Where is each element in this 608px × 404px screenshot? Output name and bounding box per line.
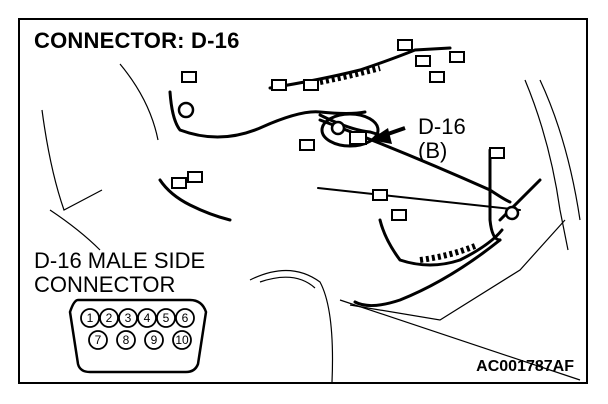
connector-pin — [144, 330, 164, 350]
connector-pin — [172, 330, 192, 350]
ground-bolt — [177, 101, 195, 119]
connector-pin-label: 8 — [123, 333, 130, 347]
pin-row-2: 7 8 9 10 — [88, 330, 192, 350]
body-panel-outlines — [41, 63, 581, 382]
connector-pin-label: 7 — [95, 333, 102, 347]
connector-side-label-2: CONNECTOR — [34, 272, 176, 297]
ground-bolt-right — [504, 205, 520, 221]
connector-pin — [88, 330, 108, 350]
diagram-title: CONNECTOR: D-16 — [34, 28, 240, 53]
wiring-harness — [158, 46, 542, 307]
callout-arrow — [370, 126, 406, 144]
connector-pin-label: 4 — [144, 311, 151, 325]
callout-connector-variant: (B) — [418, 138, 448, 163]
connector-pin — [99, 308, 119, 328]
connector-pin — [118, 308, 138, 328]
harness-grommet — [320, 112, 380, 148]
connector-pin-label: 10 — [175, 333, 189, 347]
connector-pin-label: 6 — [182, 311, 189, 325]
callout-connector-id: D-16 — [418, 114, 466, 139]
connector-pin-label: 1 — [87, 311, 94, 325]
harness-tape-sections — [319, 65, 477, 263]
connector-pin-label: 5 — [163, 311, 170, 325]
harness-connectors — [171, 39, 505, 221]
connector-pin-label: 9 — [151, 333, 158, 347]
connector-pin — [80, 308, 100, 328]
ground-bolt-center — [330, 120, 346, 136]
figure-code: AC001787AF — [476, 358, 574, 375]
connector-pin — [175, 308, 195, 328]
connector-pin — [137, 308, 157, 328]
connector-pin-label: 3 — [125, 311, 132, 325]
connector-side-label: D-16 MALE SIDE — [34, 248, 206, 273]
connector-pin — [116, 330, 136, 350]
d16-connector-block — [349, 131, 367, 145]
connector-pin-label: 2 — [106, 311, 113, 325]
connector-pin — [156, 308, 176, 328]
